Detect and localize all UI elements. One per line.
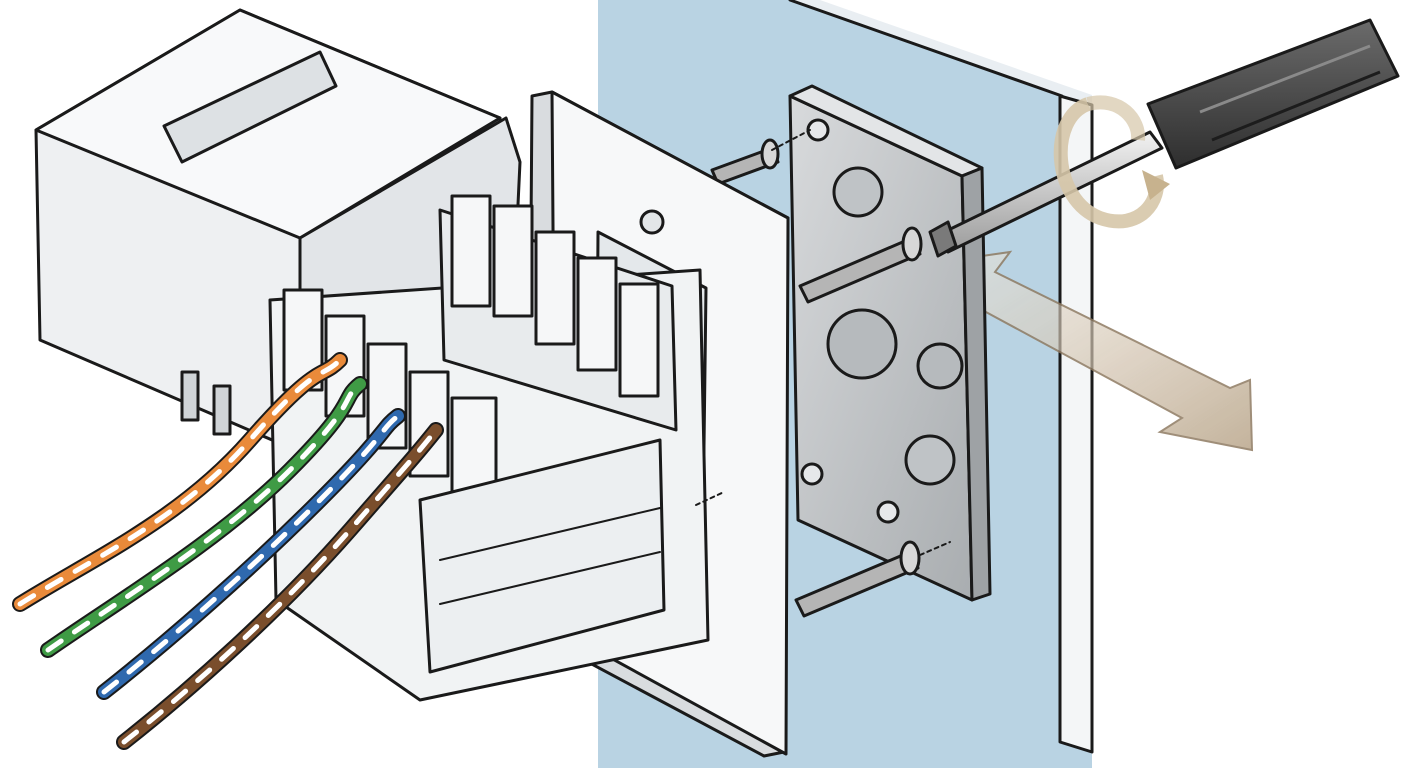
idc-terminal-block [450, 194, 660, 398]
knockout-hole [916, 342, 964, 390]
rotation-arrow-icon [1053, 95, 1170, 229]
box-mounting-tab [800, 462, 824, 486]
screwdriver [928, 18, 1400, 258]
twisted-pair-orange [12, 352, 348, 612]
knockout-hole [832, 166, 884, 218]
box-mounting-tab [876, 500, 900, 524]
twisted-pair-blue [96, 408, 406, 700]
electrical-box [788, 84, 992, 602]
mounting-screw [798, 226, 923, 304]
keystone-jack [34, 8, 725, 702]
knockout-hole [826, 308, 898, 380]
knockout-hole [904, 434, 956, 486]
twisted-pair-brown [116, 422, 444, 750]
mounting-screw [794, 540, 951, 618]
twisted-pair-green [40, 376, 368, 658]
plate-screw-hole [639, 209, 665, 235]
